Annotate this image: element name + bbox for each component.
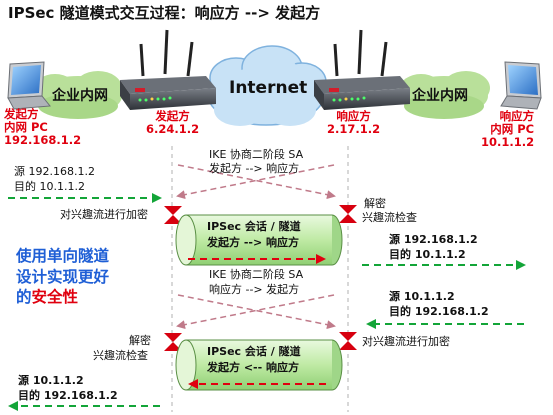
ipsec-tunnel-2	[175, 339, 343, 391]
session1-title: IPSec 会话 / 隧道	[207, 220, 301, 233]
right-gateway-ip: 2.17.1.2	[327, 122, 381, 137]
design-note-line2: 设计实现更好	[16, 267, 110, 286]
design-note-line3: 的安全性	[16, 287, 109, 308]
left-pc-label: 发起方 内网 PC 192.168.1.2	[4, 107, 82, 148]
flow2-dst: 目的 192.168.1.2	[389, 305, 489, 318]
diagram-title: IPSec 隧道模式交互过程：响应方 --> 发起方	[8, 4, 321, 22]
right-pc-name: 内网 PC	[490, 122, 535, 137]
right-pc-label: 响应方 内网 PC 10.1.1.2	[481, 109, 535, 150]
left-lan-cloud	[33, 71, 122, 119]
session1-direction: 发起方 --> 响应方	[207, 236, 300, 249]
ipsec-tunnel-1	[175, 214, 343, 266]
sa1-direction: 发起方 --> 响应方	[209, 162, 300, 175]
flow1-encrypt-label: 对兴趣流进行加密	[60, 208, 148, 221]
flow2-check-label: 兴趣流检查	[93, 349, 148, 362]
right-pc-ip: 10.1.1.2	[481, 135, 535, 150]
valve-icon	[164, 206, 182, 224]
left-gateway-label: 发起方 6.24.1.2	[146, 109, 200, 137]
router-icon	[120, 29, 216, 110]
session2-title: IPSec 会话 / 隧道	[207, 345, 301, 358]
left-pc-role: 发起方	[4, 107, 39, 121]
laptop-icon	[7, 61, 51, 110]
flow1-out-src: 源 192.168.1.2	[389, 233, 478, 246]
internet-label: Internet	[229, 78, 308, 98]
sa-negotiation-arrows-2	[176, 294, 336, 330]
right-pc-role: 响应方	[499, 109, 535, 123]
sa2-direction: 响应方 --> 发起方	[209, 283, 300, 296]
flow1-decrypt-label: 解密	[364, 197, 386, 210]
right-lan-label: 企业内网	[412, 88, 468, 104]
sa-negotiation-arrows-1	[176, 164, 336, 200]
left-gateway-ip: 6.24.1.2	[146, 122, 200, 137]
valve-icon	[164, 333, 182, 351]
right-gateway-label: 响应方 2.17.1.2	[327, 109, 381, 137]
flow1-out-dst: 目的 10.1.1.2	[389, 248, 466, 261]
flow2-decrypt-label: 解密	[129, 334, 151, 347]
right-lan-cloud	[399, 71, 490, 119]
left-pc-name: 内网 PC	[4, 120, 48, 135]
flow1-dst: 目的 10.1.1.2	[14, 180, 85, 193]
sa2-title: IKE 协商二阶段 SA	[209, 268, 304, 281]
cloud-icon	[207, 45, 327, 126]
flow2-src: 源 10.1.1.2	[389, 290, 455, 303]
flow1-src: 源 192.168.1.2	[14, 165, 95, 178]
flow2-out-src: 源 10.1.1.2	[18, 374, 84, 387]
left-gateway-role: 发起方	[155, 109, 190, 123]
laptop-icon	[500, 61, 542, 110]
design-note-line1: 使用单向隧道	[16, 247, 110, 265]
design-note-highlight: 安全性	[31, 288, 79, 307]
right-gateway-role: 响应方	[336, 109, 371, 123]
left-pc-ip: 192.168.1.2	[4, 133, 82, 148]
design-note-line3-prefix: 的	[16, 288, 32, 307]
design-note: 使用单向隧道 设计实现更好 的安全性	[16, 246, 109, 308]
valve-icon	[339, 332, 357, 350]
flow2-out-dst: 目的 192.168.1.2	[18, 389, 118, 402]
flow1-check-label: 兴趣流检查	[362, 211, 417, 224]
router-icon	[314, 29, 410, 110]
valve-icon	[339, 205, 357, 223]
left-lan-label: 企业内网	[52, 88, 108, 104]
flow2-encrypt-label: 对兴趣流进行加密	[362, 335, 450, 348]
sa1-title: IKE 协商二阶段 SA	[209, 148, 304, 161]
session2-direction: 发起方 <-- 响应方	[207, 361, 300, 374]
